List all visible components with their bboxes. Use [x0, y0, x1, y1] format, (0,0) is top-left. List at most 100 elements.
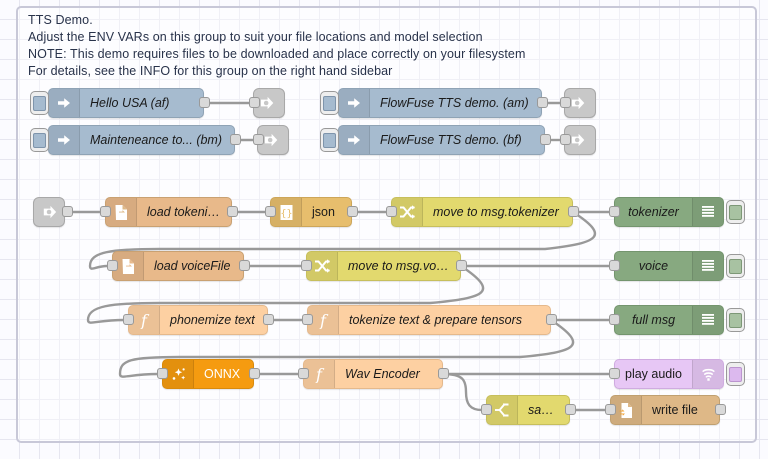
node-label: save? [528, 403, 562, 417]
inject-arrow-icon [49, 126, 80, 154]
function-node-tokenize-text[interactable]: f tokenize text & prepare tensors [307, 305, 551, 335]
node-input-port[interactable] [107, 260, 118, 271]
node-output-port[interactable] [239, 260, 250, 271]
function-icon: f [129, 306, 160, 334]
node-label: FlowFuse TTS demo. (bf) [380, 133, 522, 147]
inject-node-flowfuse-bf[interactable]: FlowFuse TTS demo. (bf) [338, 125, 545, 155]
node-label: load tokenizer [147, 205, 225, 219]
debug-toggle-glyph [729, 258, 742, 274]
node-output-port[interactable] [537, 97, 548, 108]
group-note-text: TTS Demo. Adjust the ENV VARs on this gr… [28, 13, 526, 78]
change-icon [307, 252, 338, 280]
node-label: move to msg.voice [348, 259, 453, 273]
node-input-port[interactable] [302, 314, 313, 325]
debug-toggle-glyph [729, 312, 742, 328]
node-output-port[interactable] [456, 260, 467, 271]
json-icon: {} [271, 198, 302, 226]
debug-node-full-msg[interactable]: full msg [614, 305, 724, 335]
node-input-port[interactable] [100, 206, 111, 217]
link-out-input-port[interactable] [560, 134, 571, 145]
node-label: load voiceFile [154, 259, 231, 273]
node-input-port[interactable] [157, 368, 168, 379]
node-output-port[interactable] [249, 368, 260, 379]
inject-button-glyph [323, 132, 336, 148]
function-icon: f [304, 360, 335, 388]
node-input-port[interactable] [609, 206, 620, 217]
function-node-wav-encoder[interactable]: f Wav Encoder [303, 359, 443, 389]
node-input-port[interactable] [301, 260, 312, 271]
link-out-input-port[interactable] [253, 134, 264, 145]
node-input-port[interactable] [481, 404, 492, 415]
debug-node-voice[interactable]: voice [614, 251, 724, 281]
node-input-port[interactable] [123, 314, 134, 325]
node-label: phonemize text [170, 313, 255, 327]
node-output-port[interactable] [230, 134, 241, 145]
inject-button-glyph [33, 95, 46, 111]
node-output-port[interactable] [540, 134, 551, 145]
json-node[interactable]: {} json [270, 197, 352, 227]
function-node-phonemize-text[interactable]: f phonemize text [128, 305, 268, 335]
node-input-port[interactable] [386, 206, 397, 217]
play-audio-node[interactable]: play audio [614, 359, 724, 389]
inject-node-maintenance[interactable]: Mainteneance to... (bm) [48, 125, 235, 155]
link-out-input-port[interactable] [560, 97, 571, 108]
node-label: Wav Encoder [345, 367, 420, 381]
link-in-node[interactable] [33, 197, 65, 227]
svg-text:{}: {} [280, 208, 292, 219]
file-in-icon [113, 252, 144, 280]
node-output-port[interactable] [546, 314, 557, 325]
node-output-port[interactable] [568, 206, 579, 217]
node-output-port[interactable] [438, 368, 449, 379]
node-input-port[interactable] [609, 260, 620, 271]
onnx-icon [163, 360, 194, 388]
change-icon [392, 198, 423, 226]
node-label: move to msg.tokenizer [433, 205, 559, 219]
node-label: voice [638, 259, 669, 273]
node-output-port[interactable] [565, 404, 576, 415]
inject-node-hello-usa[interactable]: Hello USA (af) [48, 88, 204, 118]
inject-arrow-icon [339, 126, 370, 154]
node-label: Mainteneance to... (bm) [90, 133, 223, 147]
node-label: play audio [625, 367, 682, 381]
file-in-node-load-voicefile[interactable]: load voiceFile [112, 251, 244, 281]
link-out-input-port[interactable] [249, 97, 260, 108]
inject-node-flowfuse-am[interactable]: FlowFuse TTS demo. (am) [338, 88, 542, 118]
node-label: tokenize text & prepare tensors [349, 313, 523, 327]
inject-trigger-button[interactable] [320, 91, 339, 115]
node-label: write file [652, 403, 698, 417]
debug-enable-toggle[interactable] [726, 200, 745, 224]
onnx-node[interactable]: ONNX [162, 359, 254, 389]
inject-button-glyph [33, 132, 46, 148]
debug-enable-toggle[interactable] [726, 308, 745, 332]
debug-icon [692, 306, 723, 334]
node-output-port[interactable] [347, 206, 358, 217]
speaker-icon [692, 360, 723, 388]
node-input-port[interactable] [609, 368, 620, 379]
change-node-move-to-msg-voice[interactable]: move to msg.voice [306, 251, 461, 281]
file-out-node-write-file[interactable]: write file [610, 395, 720, 425]
debug-enable-toggle[interactable] [726, 254, 745, 278]
node-input-port[interactable] [609, 314, 620, 325]
node-output-port[interactable] [715, 404, 726, 415]
node-input-port[interactable] [605, 404, 616, 415]
node-label: tokenizer [628, 205, 679, 219]
switch-icon [487, 396, 518, 424]
node-output-port[interactable] [199, 97, 210, 108]
inject-trigger-button[interactable] [30, 128, 49, 152]
debug-node-tokenizer[interactable]: tokenizer [614, 197, 724, 227]
svg-text:f: f [315, 366, 325, 383]
play-audio-toggle[interactable] [726, 362, 745, 386]
node-output-port[interactable] [227, 206, 238, 217]
node-input-port[interactable] [265, 206, 276, 217]
node-output-port[interactable] [263, 314, 274, 325]
switch-node-save[interactable]: save? [486, 395, 570, 425]
node-input-port[interactable] [298, 368, 309, 379]
change-node-move-to-msg-tokenizer[interactable]: move to msg.tokenizer [391, 197, 573, 227]
link-in-output-port[interactable] [62, 206, 73, 217]
node-label: ONNX [204, 367, 241, 381]
node-label: FlowFuse TTS demo. (am) [380, 96, 529, 110]
file-in-node-load-tokenizer[interactable]: load tokenizer [105, 197, 232, 227]
inject-trigger-button[interactable] [320, 128, 339, 152]
inject-trigger-button[interactable] [30, 91, 49, 115]
